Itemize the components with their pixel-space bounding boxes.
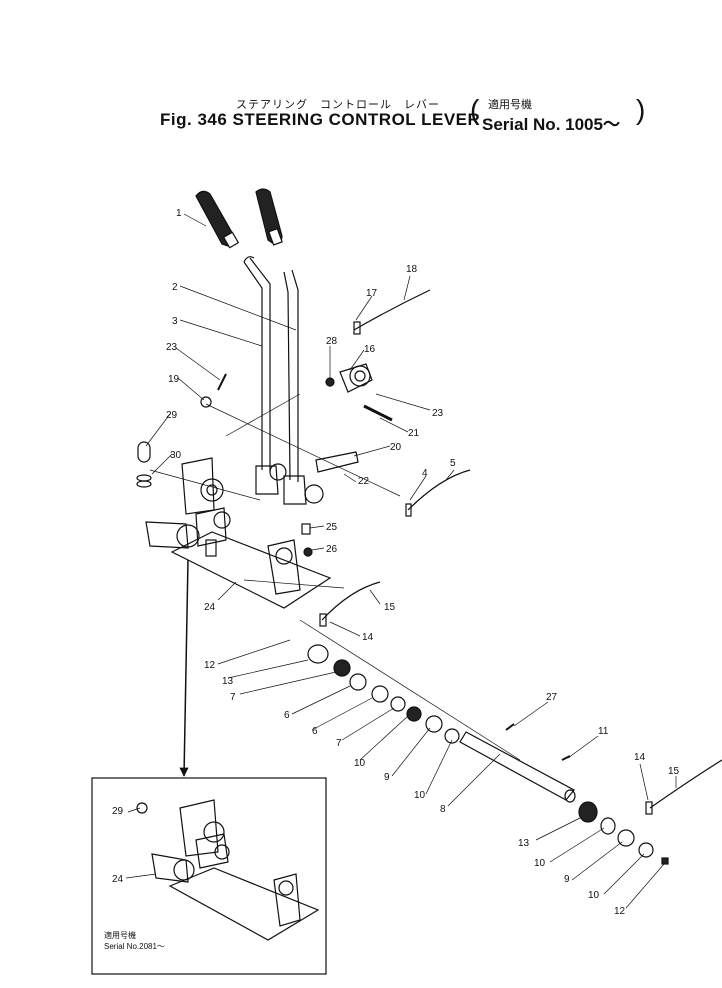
callout-13b: 13 <box>518 838 530 849</box>
lever-base-left <box>255 465 279 495</box>
inset-callout-24: 24 <box>112 874 124 885</box>
callout-19: 19 <box>168 374 180 385</box>
callout-17: 17 <box>366 288 378 299</box>
bolt-4 <box>405 503 412 517</box>
callout-6: 6 <box>284 710 290 721</box>
key-11 <box>561 755 571 761</box>
valve-block-16 <box>339 363 373 393</box>
base-plate-24 <box>170 531 332 609</box>
lever-pivot-left <box>269 463 287 481</box>
callout-8: 8 <box>440 804 446 815</box>
pin-23-right <box>363 404 393 422</box>
cable-5 <box>407 469 471 511</box>
callout-30: 30 <box>170 450 182 461</box>
shaft-component-stack <box>307 644 460 744</box>
callout-18: 18 <box>406 264 418 275</box>
callout-10: 10 <box>354 758 366 769</box>
callout-14b: 14 <box>634 752 646 763</box>
serial-range: Serial No. 1005～ <box>482 115 620 134</box>
pin-19 <box>200 396 212 408</box>
pin-23-left <box>217 373 227 391</box>
cable-18 <box>353 289 431 331</box>
callout-5: 5 <box>450 458 456 469</box>
callout-12b: 12 <box>614 906 626 917</box>
bolt-25 <box>301 523 311 535</box>
callout-13: 13 <box>222 676 234 687</box>
nut-28 <box>325 377 335 387</box>
spring-30 <box>136 474 152 482</box>
callout-10b: 10 <box>414 790 426 801</box>
callout-22: 22 <box>358 476 370 487</box>
link-plate <box>315 451 359 473</box>
inset-callout-29: 29 <box>112 806 124 817</box>
callout-20: 20 <box>390 442 402 453</box>
callout-23: 23 <box>166 342 178 353</box>
figure-title: Fig. 346 STEERING CONTROL LEVER <box>160 110 481 129</box>
key-27 <box>505 723 515 731</box>
knob-29 <box>137 441 151 463</box>
callout-11: 11 <box>598 726 609 737</box>
nut-26 <box>303 547 313 557</box>
callout-29: 29 <box>166 410 178 421</box>
leader-lines <box>125 213 677 909</box>
upper-mount-assembly <box>145 457 231 557</box>
callout-16: 16 <box>364 344 376 355</box>
bolt-14-upper <box>319 613 327 627</box>
callout-7b: 7 <box>336 738 342 749</box>
lever-rod-left <box>243 256 271 472</box>
lever-grip-right <box>255 188 283 246</box>
inset-serial-jp: 適用号機 <box>104 931 136 940</box>
callout-12: 12 <box>204 660 216 671</box>
callout-10d: 10 <box>588 890 600 901</box>
callout-3: 3 <box>172 316 178 327</box>
shaft-centerline <box>299 619 521 761</box>
callout-10c: 10 <box>534 858 546 869</box>
callout-28: 28 <box>326 336 338 347</box>
inset-assembly <box>136 799 320 941</box>
inset-frame <box>91 777 327 975</box>
callout-7: 7 <box>230 692 236 703</box>
paren-close: ) <box>636 94 646 125</box>
lever-rod-right <box>283 269 299 482</box>
shaft-end-stack <box>578 801 669 865</box>
cable-15-upper <box>321 581 381 621</box>
callout-9: 9 <box>384 772 390 783</box>
cable-15-lower <box>649 759 722 809</box>
callout-23b: 23 <box>432 408 444 419</box>
serial-japanese: 適用号機 <box>488 99 532 111</box>
base-bracket <box>267 539 301 595</box>
lever-pivot-right <box>304 484 324 504</box>
paren-open: ( <box>470 94 480 125</box>
callout-25: 25 <box>326 522 338 533</box>
callout-15: 15 <box>384 602 396 613</box>
callout-6b: 6 <box>312 726 318 737</box>
bolt-14-lower <box>645 801 653 815</box>
inset-serial: Serial No.2081～ <box>104 942 165 951</box>
bolt-17 <box>353 321 361 335</box>
inset-serial-note: 適用号機 Serial No.2081～ <box>104 930 165 952</box>
callout-4: 4 <box>422 468 428 479</box>
lever-base-right <box>283 475 307 505</box>
guide-line-19-to-4 <box>205 403 401 497</box>
callout-27: 27 <box>546 692 558 703</box>
callout-21: 21 <box>408 428 420 439</box>
callout-1: 1 <box>176 208 182 219</box>
callout-15b: 15 <box>668 766 680 777</box>
callout-2: 2 <box>172 282 178 293</box>
inset-leader <box>183 559 189 777</box>
callout-24: 24 <box>204 602 216 613</box>
lever-grip-left <box>195 190 240 249</box>
title-japanese: ステアリング コントロール レバー <box>236 99 440 111</box>
shaft-8 <box>459 731 576 803</box>
callout-26: 26 <box>326 544 338 555</box>
callout-9b: 9 <box>564 874 570 885</box>
callout-14: 14 <box>362 632 374 643</box>
